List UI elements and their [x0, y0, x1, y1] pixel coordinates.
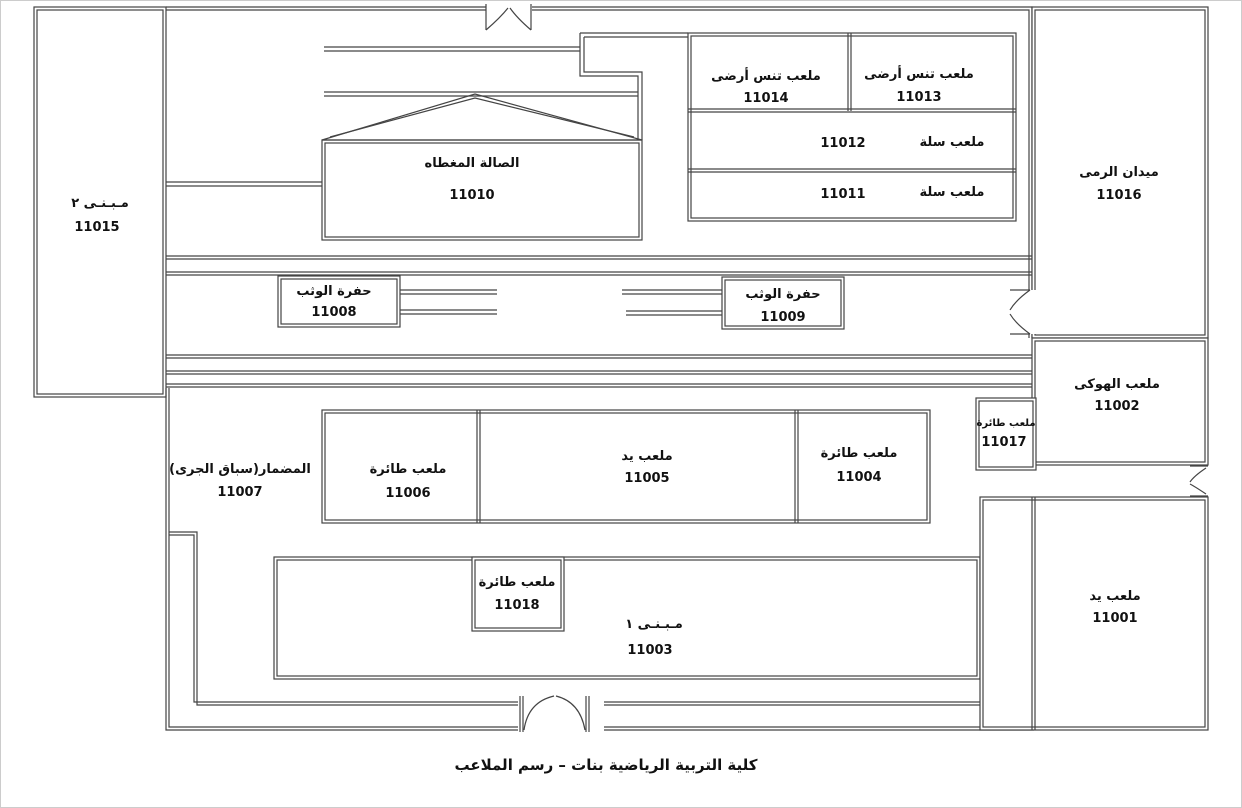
label-11018-code: 11018 [494, 598, 539, 613]
room-11001[interactable] [979, 496, 1209, 731]
label-11007-code: 11007 [217, 485, 262, 500]
right-door-lower[interactable] [1189, 465, 1212, 497]
label-11009-name: حفرة الوثب [745, 287, 820, 302]
label-11009-code: 11009 [760, 310, 805, 325]
label-11010-name: الصالة المغطاه [425, 156, 520, 171]
label-11006-name: ملعب طائرة [370, 462, 447, 477]
room-11002[interactable] [1031, 337, 1209, 466]
label-11001-code: 11001 [1092, 611, 1137, 626]
room-11015[interactable] [33, 6, 167, 398]
room-11017[interactable] [975, 397, 1037, 471]
room-11009[interactable] [622, 276, 845, 330]
top-door[interactable] [485, 4, 532, 31]
label-11017-name: ملعب طائرة [976, 418, 1035, 429]
label-11016-code: 11016 [1096, 188, 1141, 203]
label-11014-name: ملعب تنس أرضى [711, 67, 821, 84]
label-11004-code: 11004 [836, 470, 881, 485]
right-door-upper[interactable] [1009, 289, 1036, 335]
label-11015-code: 11015 [74, 220, 119, 235]
label-11010-code: 11010 [449, 188, 494, 203]
label-11003-name: مـبـنـى ١ [625, 617, 683, 632]
label-11015-name: مـبـنـى ٢ [71, 196, 129, 211]
label-11012-code: 11012 [820, 136, 865, 151]
label-11014-code: 11014 [743, 91, 788, 106]
label-11003-code: 11003 [627, 643, 672, 658]
upper-corridors [166, 32, 688, 187]
plan-caption: كلية التربية الرياضية بنات – رسم الملاعب [454, 756, 757, 774]
label-11013-name: ملعب تنس أرضى [864, 65, 974, 82]
label-11008-code: 11008 [311, 305, 356, 320]
room-11008[interactable] [277, 275, 497, 328]
corridor-strips [166, 255, 1032, 388]
track-enclosure [165, 388, 1034, 731]
label-11011-code: 11011 [820, 187, 865, 202]
label-11008-name: حفرة الوثب [296, 284, 371, 299]
courts-block [687, 32, 1017, 222]
label-11005-code: 11005 [624, 471, 669, 486]
room-11010[interactable] [321, 93, 643, 241]
label-11018-name: ملعب طائرة [479, 575, 556, 590]
room-11016[interactable] [1031, 6, 1209, 339]
label-11012-name: ملعب سلة [920, 135, 985, 150]
label-11002-code: 11002 [1094, 399, 1139, 414]
label-11006-code: 11006 [385, 486, 430, 501]
bottom-door[interactable] [518, 694, 604, 734]
label-11004-name: ملعب طائرة [821, 446, 898, 461]
courts-strip [321, 409, 931, 524]
label-11005-name: ملعب يد [621, 449, 672, 464]
room-11018[interactable] [471, 556, 565, 632]
label-11016-name: ميدان الرمى [1079, 165, 1159, 180]
room-11003[interactable] [273, 556, 981, 680]
label-11011-name: ملعب سلة [920, 185, 985, 200]
label-11017-code: 11017 [981, 435, 1026, 450]
label-11007-name: المضمار(سباق الجرى) [169, 462, 311, 477]
label-11013-code: 11013 [896, 90, 941, 105]
label-11002-name: ملعب الهوكى [1074, 377, 1160, 392]
label-11001-name: ملعب يد [1089, 589, 1140, 604]
